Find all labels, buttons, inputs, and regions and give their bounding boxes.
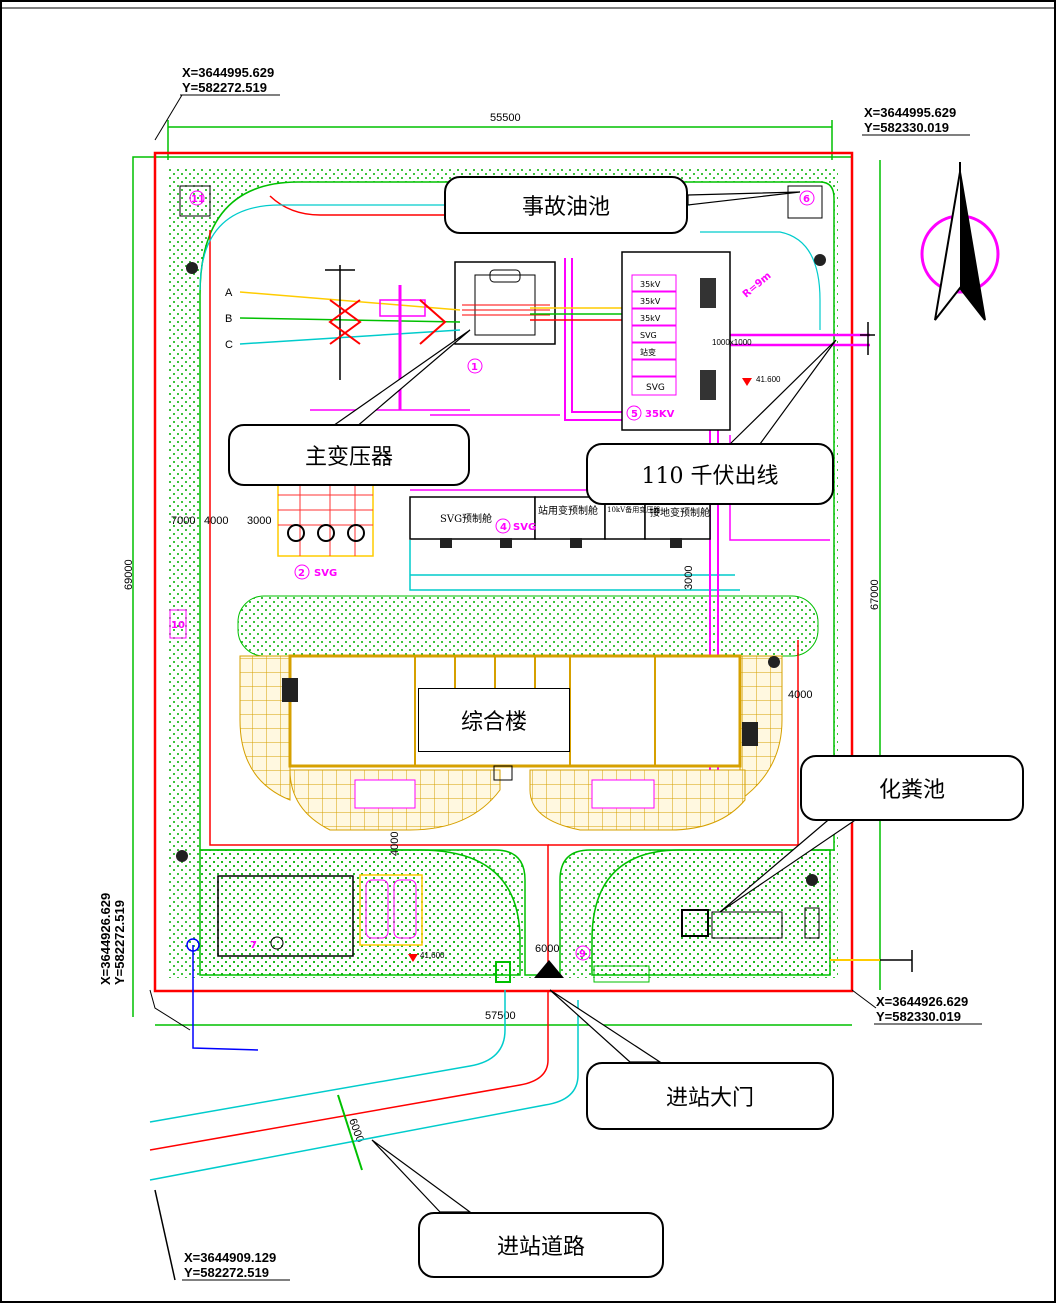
coordinate-labels: X=3644995.629 Y=582272.519 X=3644995.629… <box>98 65 982 1281</box>
main-transformer-callout: 主变压器 <box>228 424 470 486</box>
kv35-cells: 35kV 35kV 35kV SVG 站变 SVG <box>631 274 716 400</box>
septic-tank <box>681 909 709 937</box>
main-gate-callout: 进站大门 <box>586 1062 834 1130</box>
svg-text:站变: 站变 <box>640 347 656 357</box>
svg-text:SVG: SVG <box>314 568 337 579</box>
svg-text:X=3644995.629: X=3644995.629 <box>864 105 956 120</box>
svg-text:SVG预制舱: SVG预制舱 <box>440 512 492 525</box>
svg-text:4000: 4000 <box>389 832 401 856</box>
svg-text:4000: 4000 <box>788 689 812 701</box>
site-boundary <box>153 151 854 993</box>
svg-text:Y=582272.519: Y=582272.519 <box>184 1265 269 1280</box>
kv35-number: 5 <box>631 409 638 420</box>
svg-text:Y=582330.019: Y=582330.019 <box>876 1009 961 1024</box>
phase-c-label: C <box>225 339 233 351</box>
svg-text:10kV备用变压器: 10kV备用变压器 <box>607 505 660 514</box>
svg-text:3000: 3000 <box>247 515 271 527</box>
svg-text:6: 6 <box>803 194 810 205</box>
prefab-cabins: SVG预制舱 站用变预制舱 10kV备用变压器 接地变预制舱 4 SVG <box>409 496 711 548</box>
svg-text:35kV: 35kV <box>640 297 661 306</box>
main-transformer-number: 1 <box>471 362 478 373</box>
svg-text:4: 4 <box>500 522 507 533</box>
svg-text:11: 11 <box>191 194 205 205</box>
pool-structure <box>217 875 354 957</box>
svg-text:Y=582272.519: Y=582272.519 <box>182 80 267 95</box>
svg-text:35kV: 35kV <box>640 280 661 289</box>
svg-text:41.600: 41.600 <box>756 375 781 384</box>
access-road-callout: 进站道路 <box>418 1212 664 1278</box>
svg-text:SVG: SVG <box>640 331 657 340</box>
svg-text:4000: 4000 <box>204 515 228 527</box>
outgoing-line-callout: 110 千伏出线 <box>586 443 834 505</box>
svg-text:35kV: 35kV <box>640 314 661 323</box>
gate-width-dim: 6000 <box>535 943 559 955</box>
svg-text:2: 2 <box>298 568 305 579</box>
svg-text:SVG: SVG <box>513 522 536 533</box>
svg-text:X=3644909.129: X=3644909.129 <box>184 1250 276 1265</box>
phase-b-label: B <box>225 313 232 325</box>
access-road-lines <box>149 938 579 1281</box>
top-width-dim: 55500 <box>490 112 521 124</box>
right-height-dim: 67000 <box>869 579 881 610</box>
svg-text:X=3644995.629: X=3644995.629 <box>182 65 274 80</box>
svg-text:X=3644926.629: X=3644926.629 <box>876 994 968 1009</box>
svg-text:站用变预制舱: 站用变预制舱 <box>538 504 598 517</box>
svg-text:接地变预制舱: 接地变预制舱 <box>650 506 710 519</box>
dimension-frame <box>132 156 852 1017</box>
left-height-dim: 69000 <box>123 559 135 590</box>
svg-text:9: 9 <box>579 949 586 960</box>
svg-text:3000: 3000 <box>683 566 695 590</box>
svg-text:41.600: 41.600 <box>420 951 445 960</box>
bottom-width-dim: 57500 <box>485 1010 516 1022</box>
svg-text:7000: 7000 <box>171 515 195 527</box>
building-label: 综合楼 <box>418 688 570 752</box>
north-arrow-icon <box>920 162 1000 321</box>
septic-tank-callout: 化粪池 <box>800 755 1024 821</box>
svg-text:1000x1000: 1000x1000 <box>712 338 752 347</box>
oil-pool-callout: 事故油池 <box>444 176 688 234</box>
gate-marker <box>534 960 564 978</box>
svg-text:X=3644926.629: X=3644926.629 <box>98 893 113 985</box>
kv35-label: 35KV <box>645 409 675 420</box>
svg-text:10: 10 <box>171 620 185 631</box>
svg-text:7: 7 <box>250 940 257 951</box>
svg-text:SVG: SVG <box>646 383 665 393</box>
svg-text:Y=582330.019: Y=582330.019 <box>864 120 949 135</box>
svg-text:Y=582272.519: Y=582272.519 <box>112 900 127 985</box>
phase-a-label: A <box>225 287 233 299</box>
